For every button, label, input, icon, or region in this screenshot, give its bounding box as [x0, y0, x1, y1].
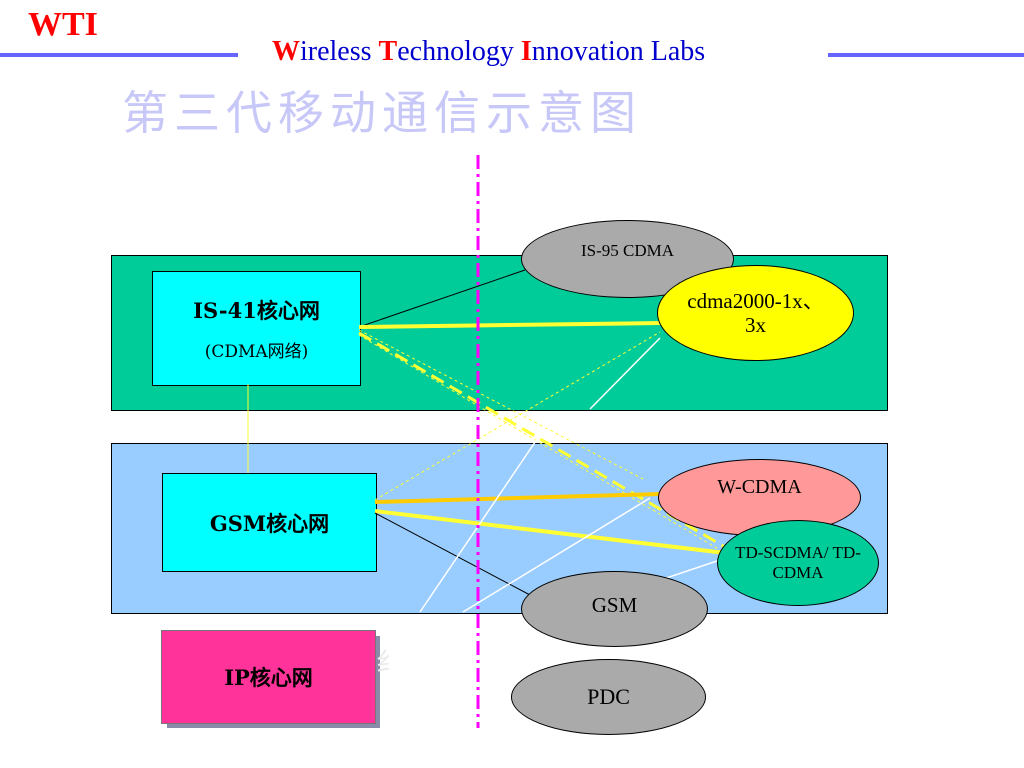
slide-title: 第三代移动通信示意图: [122, 86, 642, 140]
tdscdma-node: TD-SCDMA/ TD-CDMA: [717, 520, 879, 606]
is41-core-sublabel: (CDMA网络): [204, 342, 309, 362]
lab-name-t: T: [378, 36, 398, 67]
gsm-node: GSM: [521, 571, 708, 647]
header-line-left: [0, 53, 238, 57]
lab-name-i: I: [520, 36, 532, 67]
lab-name-i-rest: nnovation Labs: [531, 36, 706, 67]
is41-core-label: IS-41核心网: [193, 298, 320, 323]
lab-name-w: W: [272, 36, 300, 67]
header-line-right: [828, 53, 1024, 57]
lab-name-t-rest: echnology: [397, 36, 521, 67]
cdma2000-node: cdma2000-1x、3x: [657, 265, 854, 361]
wti-logo: WTI: [28, 6, 98, 43]
pdc-node: PDC: [511, 659, 706, 735]
gsm-core-network-box: GSM核心网: [162, 473, 377, 572]
lab-name-w-rest: ireless: [300, 36, 379, 67]
lab-name: Wireless Technology Innovation Labs: [272, 38, 705, 66]
ip-core-ghost-glyph: 纟: [376, 648, 403, 678]
ip-core-network-box: IP核心网: [161, 630, 376, 724]
is41-core-network-box: IS-41核心网 (CDMA网络): [152, 271, 361, 386]
gsm-core-label: GSM核心网: [209, 510, 330, 536]
